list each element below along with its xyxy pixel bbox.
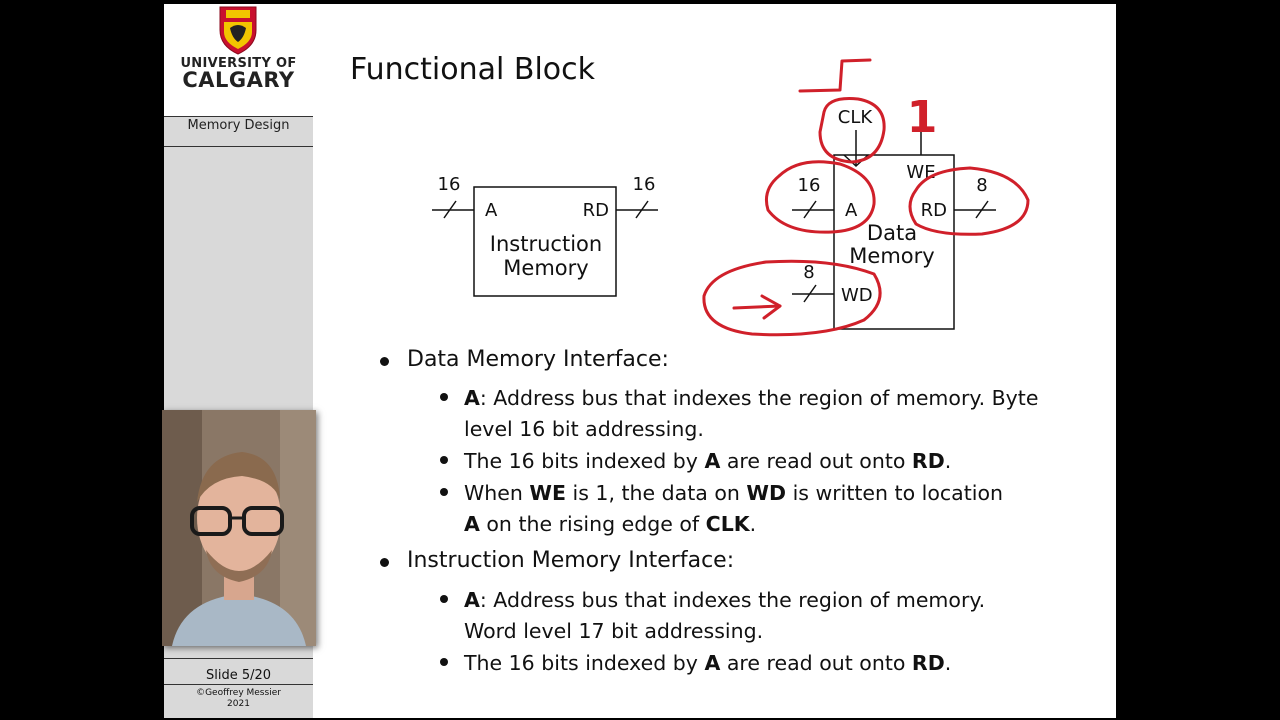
instr-rd-rd: RD (911, 651, 945, 675)
instr-label-line1: Instruction (490, 232, 602, 256)
data-we2-a: A (464, 512, 480, 536)
data-wd-width: 8 (803, 262, 814, 283)
instr-a-text: : Address bus that indexes the region of… (479, 588, 986, 612)
instr-a-key: A (464, 588, 480, 612)
data-we-we: WE (529, 481, 567, 505)
memory-diagram: 16 16 A RD Instruction Memory CLK WE 16 … (432, 58, 1030, 337)
bullet-dot (440, 658, 448, 666)
slide-number: Slide 5/20 (205, 668, 272, 683)
a-port-circle (764, 160, 876, 234)
instr-port-rd: RD (583, 200, 609, 221)
clk-circle (818, 97, 886, 164)
instr-interface-heading: Instruction Memory Interface: (407, 548, 735, 573)
data-we-item: When WE is 1, the data on WD is written … (464, 478, 1003, 540)
university-name-line2: CALGARY (182, 68, 295, 92)
data-port-wd: WD (841, 285, 873, 306)
we-value-annotation: 1 (907, 92, 938, 143)
data-label-line1: Data (867, 221, 917, 245)
section-label: Memory Design (187, 118, 290, 133)
data-rd-pre: The 16 bits indexed by (464, 449, 705, 473)
instr-a-text2: Word level 17 bit addressing. (464, 619, 764, 643)
sidebar-divider (164, 658, 313, 659)
data-rd-mid: are read out onto (720, 449, 912, 473)
instr-rd-mid: are read out onto (720, 651, 912, 675)
instr-label-line2: Memory (503, 256, 588, 280)
bullet-dot (380, 558, 389, 567)
data-a-item: A: Address bus that indexes the region o… (464, 383, 1038, 445)
data-rd-item: The 16 bits indexed by A are read out on… (464, 446, 951, 477)
data-we-pre: When (464, 481, 530, 505)
instruction-memory-block: 16 16 A RD Instruction Memory (432, 174, 658, 297)
data-clk-label: CLK (838, 107, 874, 128)
copyright-line2: 2021 (227, 699, 250, 709)
copyright: ©Geoffrey Messier 2021 (164, 688, 313, 710)
data-we-wd: WD (746, 481, 787, 505)
university-name-line1: UNIVERSITY OF (180, 56, 297, 71)
data-rd-a: A (704, 449, 721, 473)
bullet-dot (440, 488, 448, 496)
data-port-a: A (845, 200, 858, 221)
data-we2-clk: CLK (705, 512, 750, 536)
bullet-dot (440, 456, 448, 464)
presenter-webcam (162, 410, 316, 646)
presenter-video-icon (162, 410, 316, 646)
data-we2-end: . (749, 512, 757, 536)
instr-rd-a: A (704, 651, 721, 675)
data-we-end: is written to location (786, 481, 1003, 505)
sidebar-divider (164, 116, 313, 117)
data-rd-width: 8 (976, 175, 987, 196)
instr-rd-item: The 16 bits indexed by A are read out on… (464, 648, 951, 679)
data-port-rd: RD (921, 200, 947, 221)
data-port-we: WE (906, 162, 935, 183)
arrow-head (760, 294, 782, 320)
data-a-key: A (464, 386, 480, 410)
sidebar-divider (164, 146, 313, 147)
instr-a-item: A: Address bus that indexes the region o… (464, 585, 985, 647)
slide: UNIVERSITY OF CALGARY Memory Design Slid… (164, 4, 1116, 718)
university-crest-icon (219, 6, 257, 55)
data-label-line2: Memory (849, 244, 934, 268)
instr-rd-pre: The 16 bits indexed by (464, 651, 705, 675)
data-a-text: : Address bus that indexes the region of… (479, 386, 1039, 410)
data-we2-mid: on the rising edge of (479, 512, 706, 536)
data-rd-end: . (944, 449, 952, 473)
data-rd-rd: RD (911, 449, 945, 473)
instr-a-width: 16 (438, 174, 461, 195)
data-memory-block: CLK WE 16 8 8 A RD WD Data Memory (792, 107, 996, 330)
copyright-line1: ©Geoffrey Messier (196, 688, 281, 698)
clock-edge-sketch (798, 58, 872, 93)
sidebar-divider (164, 684, 313, 685)
arrow-shaft (732, 304, 782, 310)
pen-annotations: 1 (702, 58, 1030, 337)
bullet-dot (440, 393, 448, 401)
slide-title: Functional Block (350, 52, 595, 87)
data-a-text2: level 16 bit addressing. (464, 417, 704, 441)
data-we-mid: is 1, the data on (566, 481, 747, 505)
data-a-width: 16 (798, 175, 821, 196)
wd-port-circle (702, 259, 882, 337)
bullet-dot (380, 357, 389, 366)
instr-rd-width: 16 (633, 174, 656, 195)
data-interface-heading: Data Memory Interface: (407, 347, 669, 372)
rd-port-circle (908, 166, 1030, 236)
logo-area: UNIVERSITY OF CALGARY (164, 4, 313, 116)
bullet-dot (440, 595, 448, 603)
instr-rd-end: . (944, 651, 952, 675)
instr-port-a: A (485, 200, 498, 221)
